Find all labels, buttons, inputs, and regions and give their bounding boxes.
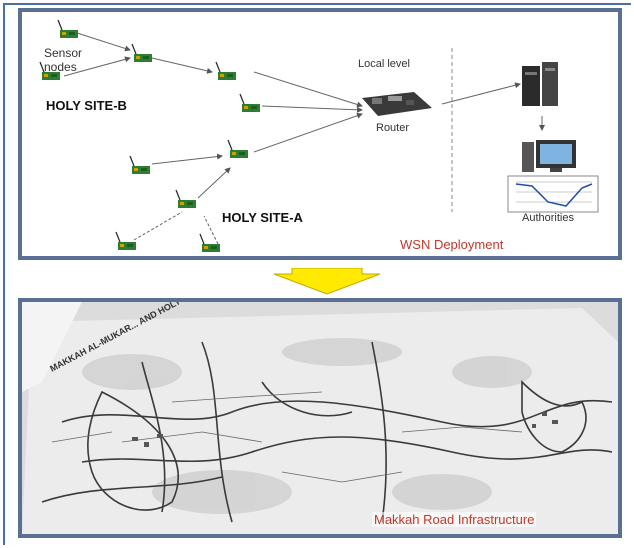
link-a4 [197, 167, 231, 199]
link-a6 [203, 215, 219, 245]
makkah-map: MAKKAH AL-MUKAR... AND HOLY PLACES Makka… [22, 302, 618, 534]
link-b3 [151, 57, 213, 74]
computer-icon [522, 140, 576, 172]
terrain-patches [82, 338, 532, 514]
link-b2 [63, 56, 131, 77]
router-icon [362, 92, 432, 116]
map-panel: MAKKAH AL-MUKAR... AND HOLY PLACES Makka… [18, 298, 622, 538]
makkah-caption: Makkah Road Infrastructure [372, 512, 537, 527]
link-a1 [261, 105, 363, 113]
sensor-nodes-label: Sensor nodes [44, 46, 83, 74]
sensor-node-icon [129, 155, 151, 175]
sensor-node-icon [239, 93, 261, 113]
wsn-diagram-svg [39, 19, 599, 253]
minor-roads [51, 391, 523, 483]
sensor-node-icon [57, 19, 79, 39]
server-icon [522, 62, 558, 106]
link-b1 [73, 31, 131, 52]
down-arrow-icon [273, 268, 381, 295]
map-illustration: MAKKAH AL-MUKAR... AND HOLY PLACES [22, 302, 618, 534]
sensor-node-icon [215, 61, 237, 81]
holy-site-a-label: HOLY SITE-A [222, 210, 303, 225]
holy-site-b-label: HOLY SITE-B [46, 98, 127, 113]
link-a2 [253, 112, 363, 153]
sensor-node-icon [227, 139, 249, 159]
wsn-caption: WSN Deployment [400, 237, 504, 252]
wsn-panel: Sensor nodes HOLY SITE-B HOLY SITE-A Loc… [18, 8, 622, 260]
router-label: Router [376, 122, 410, 134]
link-lines [63, 31, 545, 245]
authorities-chart-icon [507, 175, 599, 213]
sensor-node-icon [131, 43, 153, 63]
sensor-node-icon [115, 231, 137, 251]
authorities-label: Authorities [522, 212, 574, 224]
wsn-diagram: Sensor nodes HOLY SITE-B HOLY SITE-A Loc… [22, 12, 618, 256]
link-b4 [253, 71, 363, 108]
city-blocks [132, 412, 558, 447]
local-level-label: Local level [358, 58, 410, 70]
road-network [41, 341, 613, 523]
link-router-server [441, 82, 521, 105]
page-frame [3, 3, 631, 545]
sensor-node-icon [175, 189, 197, 209]
link-a3 [151, 153, 223, 165]
link-a5 [133, 211, 183, 241]
